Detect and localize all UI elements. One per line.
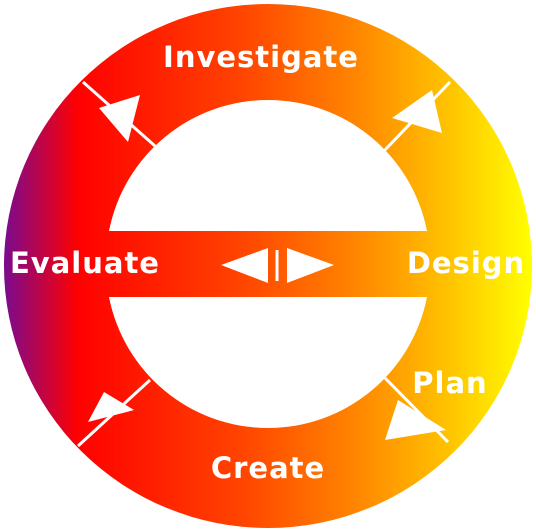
stage-label-create: Create (211, 451, 325, 485)
triangle-arrow-icon (392, 90, 442, 133)
triangle-arrow-icon (88, 392, 134, 422)
stage-label-investigate: Investigate (163, 40, 359, 74)
stage-label-plan: Plan (412, 366, 487, 400)
stage-label-design: Design (407, 246, 525, 280)
double-arrow-icon (221, 248, 334, 283)
triangle-arrow-icon (99, 95, 140, 142)
stage-label-evaluate: Evaluate (10, 246, 160, 280)
triangle-arrow-icon (385, 400, 446, 440)
